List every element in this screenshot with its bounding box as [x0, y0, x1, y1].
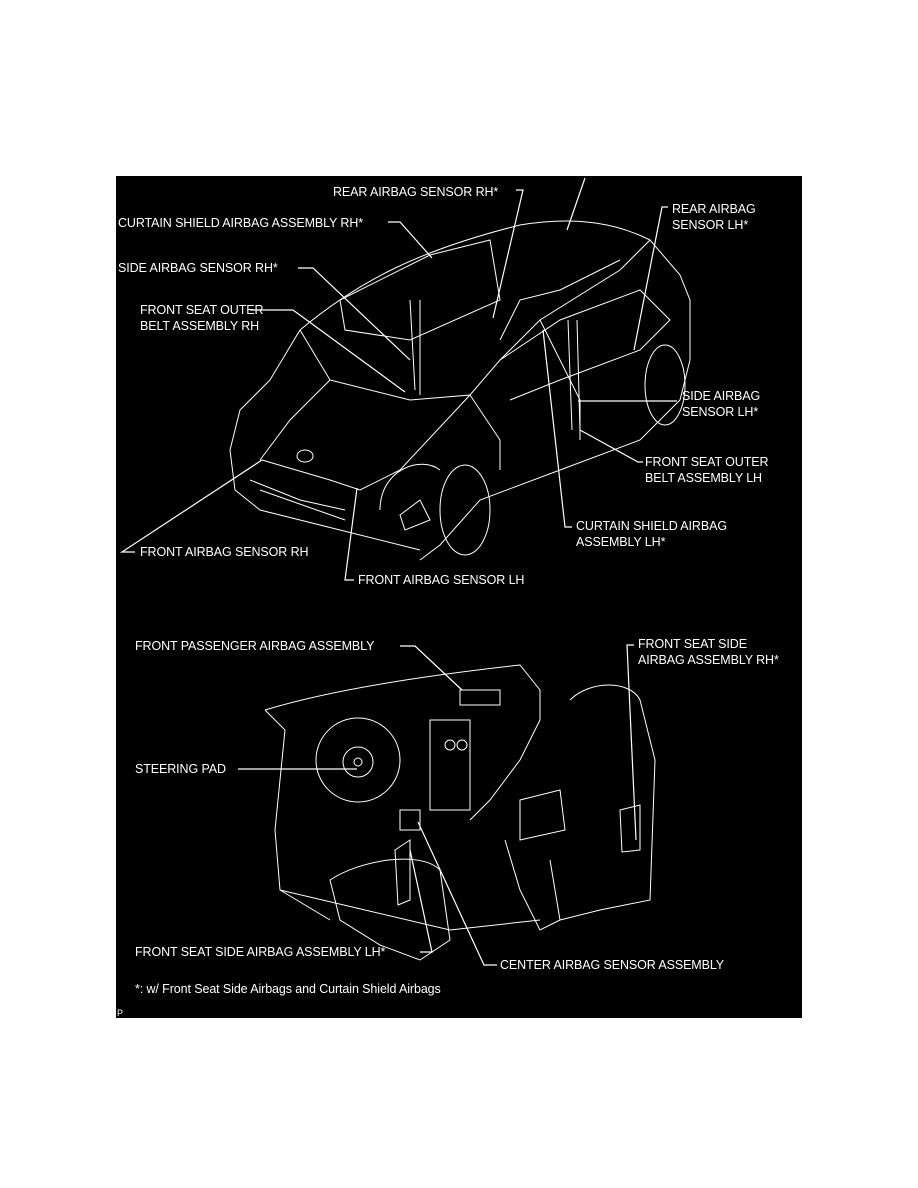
label-side-airbag-sensor-rh: SIDE AIRBAG SENSOR RH*: [118, 261, 278, 275]
label-front-airbag-sensor-rh: FRONT AIRBAG SENSOR RH: [140, 545, 309, 559]
car-outline: [229, 220, 691, 561]
corner-mark: P: [117, 1008, 123, 1018]
airbag-location-diagram: REAR AIRBAG SENSOR RH* CURTAIN SHIELD AI…: [116, 176, 802, 1018]
line-drawing: [119, 177, 691, 966]
label-side-airbag-sensor-lh: SIDE AIRBAG SENSOR LH*: [682, 389, 761, 419]
label-front-seat-outer-belt-lh: FRONT SEAT OUTER BELT ASSEMBLY LH: [645, 455, 769, 485]
label-rear-airbag-sensor-rh: REAR AIRBAG SENSOR RH*: [333, 185, 499, 199]
label-front-airbag-sensor-lh: FRONT AIRBAG SENSOR LH: [358, 573, 525, 587]
footnote: *: w/ Front Seat Side Airbags and Curtai…: [135, 982, 441, 996]
label-curtain-shield-airbag-rh: CURTAIN SHIELD AIRBAG ASSEMBLY RH*: [118, 216, 364, 230]
label-front-seat-outer-belt-rh: FRONT SEAT OUTER BELT ASSEMBLY RH: [140, 303, 264, 333]
label-front-passenger-airbag: FRONT PASSENGER AIRBAG ASSEMBLY: [135, 639, 375, 653]
label-front-seat-side-airbag-rh: FRONT SEAT SIDE AIRBAG ASSEMBLY RH*: [638, 637, 779, 667]
leader-lines: [119, 177, 677, 966]
interior-outline: [264, 664, 656, 961]
label-curtain-shield-airbag-lh: CURTAIN SHIELD AIRBAG ASSEMBLY LH*: [576, 519, 727, 549]
label-center-airbag-sensor: CENTER AIRBAG SENSOR ASSEMBLY: [500, 958, 725, 972]
label-rear-airbag-sensor-lh: REAR AIRBAG SENSOR LH*: [672, 202, 756, 232]
label-steering-pad: STEERING PAD: [135, 762, 226, 776]
label-front-seat-side-airbag-lh: FRONT SEAT SIDE AIRBAG ASSEMBLY LH*: [135, 945, 386, 959]
